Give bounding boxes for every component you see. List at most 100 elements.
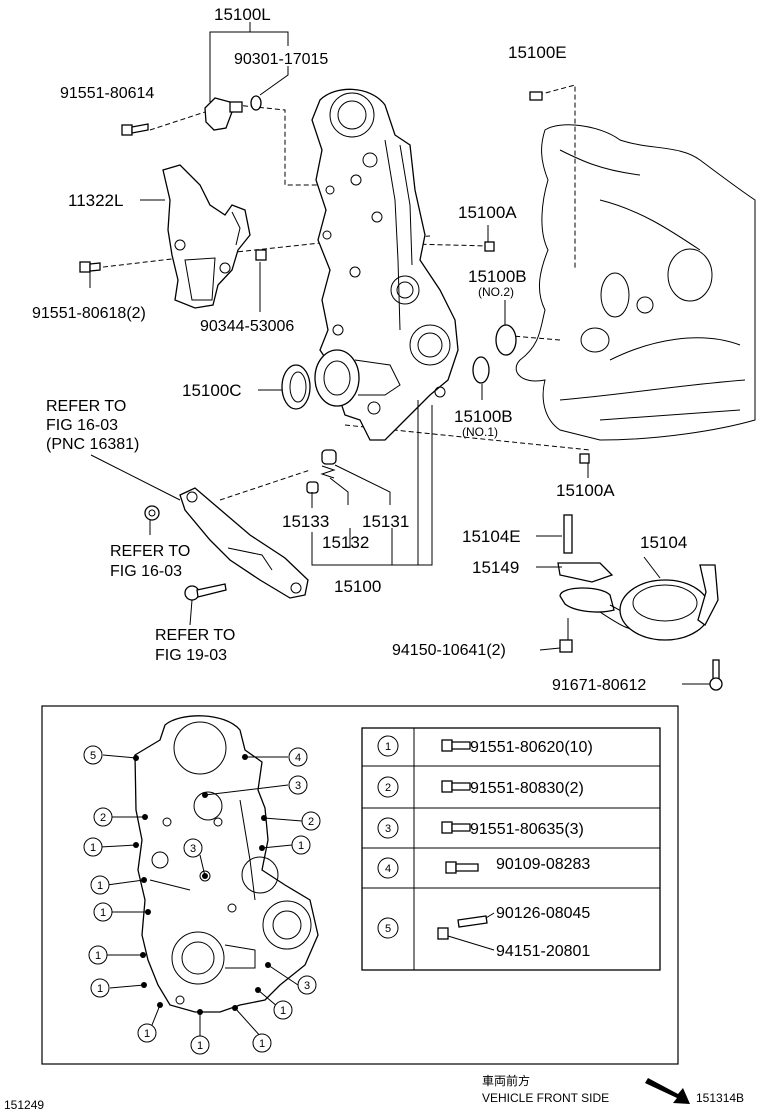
pin-15100E: [529, 91, 543, 101]
cover-11322L: [162, 164, 251, 309]
callout-circle: [137, 1023, 157, 1043]
label-15100B-no2: 15100B: [468, 267, 527, 286]
label-94150-10641: 94150-10641(2): [392, 642, 506, 659]
legend-part-1: 91551-80620(10): [470, 739, 593, 756]
label-91551-80618: 91551-80618(2): [32, 305, 146, 322]
label-refer1-line1: REFER TO: [46, 398, 126, 415]
timing-chain-cover: [311, 88, 459, 441]
o-ring-15100B-no2: [495, 324, 517, 356]
label-91551-80614: 91551-80614: [60, 85, 154, 102]
legend-key-1: 1: [385, 741, 391, 753]
callout-circle: [288, 747, 308, 767]
label-15104E: 15104E: [462, 527, 521, 546]
figure-code-right: 151314B: [696, 1091, 744, 1105]
callout-circle: [88, 945, 108, 965]
stud-icon: [457, 915, 488, 928]
label-15100A-top: 15100A: [458, 203, 517, 222]
figure-code-left: 151249: [4, 1098, 44, 1112]
label-15131: 15131: [362, 512, 409, 531]
relief-valve-parts: [306, 449, 337, 494]
label-15132: 15132: [322, 533, 369, 552]
callout-number: 1: [259, 1038, 265, 1050]
callout-circle: [273, 1000, 293, 1020]
callout-circle: [301, 811, 321, 831]
legend-table: 1 91551-80620(10) 2 91551-80830(2) 3 915…: [361, 727, 661, 971]
label-refer3-line1: REFER TO: [155, 627, 235, 644]
label-15100A-bottom: 15100A: [556, 481, 615, 500]
label-15104: 15104: [640, 533, 687, 552]
label-15100: 15100: [334, 577, 381, 596]
label-refer2-line2: FIG 16-03: [110, 563, 182, 580]
label-15100E: 15100E: [508, 43, 567, 62]
legend-part-3: 91551-80635(3): [470, 821, 584, 838]
part-labels: 15100L 90301-17015 91551-80614 15100E 11…: [32, 5, 687, 694]
label-15100L: 15100L: [214, 5, 271, 24]
label-15100B-no1: 15100B: [454, 407, 513, 426]
bolt-icon: [441, 739, 471, 752]
callout-number: 1: [97, 880, 103, 892]
callout-number: 2: [100, 812, 106, 824]
leader-lines: [89, 22, 710, 685]
detail-inset-frame: [41, 705, 679, 1065]
bolt-91551-80618: [79, 261, 101, 273]
callout-circle: [252, 1033, 272, 1053]
bracket-16381: [179, 487, 309, 599]
vehicle-front-jp: 車両前方: [482, 1073, 530, 1088]
oil-control-valve-15100L: [204, 95, 262, 131]
callout-circle: [291, 835, 311, 855]
callout-circle: [190, 1035, 210, 1055]
callout-number: 1: [95, 950, 101, 962]
callout-circle: [183, 838, 203, 858]
legend-key-4: 4: [385, 863, 391, 875]
label-refer1-line3: (PNC 16381): [46, 436, 139, 453]
plug-15100A-bottom: [579, 453, 590, 464]
label-91671-80612: 91671-80612: [552, 677, 646, 694]
label-refer3-line2: FIG 19-03: [155, 647, 227, 664]
callout-number: 1: [97, 983, 103, 995]
callout-circle: [93, 807, 113, 827]
legend-part-4: 90109-08283: [496, 856, 590, 873]
label-15133: 15133: [282, 512, 329, 531]
callout-number: 2: [308, 816, 314, 828]
callout-number: 1: [100, 907, 106, 919]
callout-circle: [83, 745, 103, 765]
front-seal-15100C: [281, 349, 401, 410]
engine-block-outline: [515, 124, 756, 441]
callout-circle: [90, 875, 110, 895]
callout-circle: [288, 775, 308, 795]
label-15100C: 15100C: [182, 381, 242, 400]
callout-number: 1: [144, 1028, 150, 1040]
label-11322L: 11322L: [68, 191, 123, 210]
callout-circle: [297, 975, 317, 995]
vehicle-front-en: VEHICLE FRONT SIDE: [482, 1091, 609, 1105]
bolt-icon: [441, 780, 471, 793]
legend-part-5a: 90126-08045: [496, 905, 590, 922]
callout-circle: [83, 837, 103, 857]
callout-number: 1: [298, 840, 304, 852]
legend-part-2: 91551-80830(2): [470, 780, 584, 797]
legend-key-2: 2: [385, 782, 391, 794]
callout-circle: [93, 902, 113, 922]
callout-number: 5: [90, 750, 96, 762]
stud-bolt-icon: [445, 861, 479, 874]
o-ring-15100B-no1: [472, 356, 490, 384]
legend-part-5b: 94151-20801: [496, 943, 590, 960]
callout-number: 4: [295, 752, 301, 764]
callout-number: 1: [197, 1040, 203, 1052]
bolt-refer-19-03: [184, 583, 227, 601]
label-90344-53006: 90344-53006: [200, 318, 294, 335]
oil-strainer-15104: [557, 514, 723, 691]
legend-key-5: 5: [385, 923, 391, 935]
callout-number: 3: [190, 843, 196, 855]
legend-key-3: 3: [385, 823, 391, 835]
front-direction-arrow-icon: [645, 1078, 690, 1104]
callout-number: 1: [90, 842, 96, 854]
label-refer2-line1: REFER TO: [110, 543, 190, 560]
callout-number: 1: [280, 1005, 286, 1017]
callout-number: 3: [295, 780, 301, 792]
label-90301-17015: 90301-17015: [234, 51, 328, 68]
label-refer1-line2: FIG 16-03: [46, 417, 118, 434]
footer: 151249 車両前方 VEHICLE FRONT SIDE 151314B: [4, 1073, 744, 1112]
